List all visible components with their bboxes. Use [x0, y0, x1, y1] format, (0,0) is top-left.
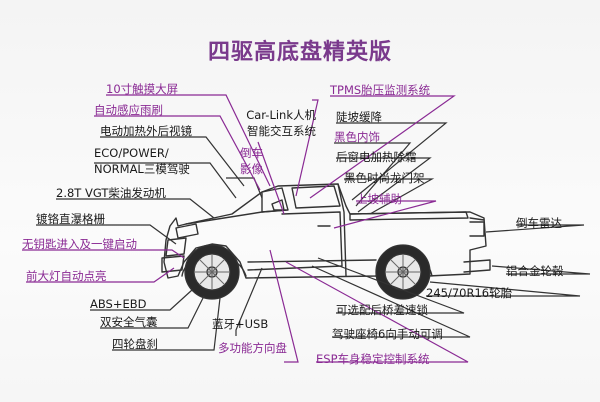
rear-bumper [463, 259, 491, 273]
feature-rear-diff-lock: 可选配后桥差速锁 [336, 303, 428, 317]
feature-engine: 2.8T VGT柴油发动机 [56, 186, 166, 200]
front-bumper [161, 255, 185, 273]
grille [165, 237, 187, 257]
hood-line [185, 209, 287, 225]
feature-reverse-camera-line1: 倒车 [240, 146, 263, 160]
feature-auto-headlights: 前大灯自动点亮 [26, 269, 107, 283]
cab-window [291, 185, 341, 209]
feature-tires: 245/70R16轮胎 [426, 286, 513, 300]
tail-light [469, 221, 485, 237]
rear-wheel [375, 244, 431, 300]
door-outline [247, 211, 343, 271]
feature-tpms: TPMS胎压监测系统 [330, 83, 431, 97]
feature-parking-sensors: 倒车雷达 [516, 216, 562, 230]
feature-abs-ebd: ABS+EBD [90, 297, 147, 311]
feature-seat-adjust: 驾驶座椅6向手动可调 [332, 327, 443, 341]
feature-black-interior: 黑色内饰 [334, 130, 380, 144]
feature-drive-modes-line2: NORMAL三模驾驶 [94, 162, 190, 176]
feature-hill-descent: 陡坡缓降 [336, 110, 382, 124]
feature-roll-bar: 黑色时尚龙门架 [344, 171, 425, 185]
headlight [175, 223, 199, 239]
front-wheel [184, 244, 240, 300]
feature-bluetooth-usb: 蓝牙+USB [212, 317, 269, 331]
feature-hill-start-assist: 上坡辅助 [356, 192, 402, 206]
feature-chrome-grille: 镀铬直瀑格栅 [36, 212, 105, 226]
feature-alloy-wheels: 铝合金轮毂 [506, 264, 564, 278]
diagram-title: 四驱高底盘精英版 [207, 40, 392, 65]
feature-disc-brakes: 四轮盘刹 [112, 337, 158, 351]
side-mirror [271, 199, 285, 211]
feature-keyless-start: 无钥匙进入及一键启动 [22, 237, 137, 251]
feature-multifunction-wheel: 多功能方向盘 [218, 341, 287, 355]
feature-touchscreen: 10寸触摸大屏 [106, 82, 179, 96]
feature-auto-wipers: 自动感应雨刷 [94, 103, 163, 117]
feature-esp: ESP车身稳定控制系统 [316, 352, 430, 366]
feature-carlink-line2: 智能交互系统 [247, 124, 316, 138]
b-pillar [337, 183, 347, 277]
bed-rail [349, 211, 469, 221]
feature-dual-airbags: 双安全气囊 [100, 315, 158, 329]
feature-drive-modes-line1: ECO/POWER/ [94, 146, 169, 160]
feature-reverse-camera-line2: 影像 [240, 162, 263, 176]
rocker-line [247, 259, 377, 263]
tailgate [469, 217, 485, 221]
feature-heated-mirrors: 电动加热外后视镜 [100, 124, 192, 138]
feature-rear-defrost: 后窗电加热除霜 [336, 150, 417, 164]
feature-carlink-line1: Car-Link人机 [246, 108, 316, 122]
callout-lines-accent [22, 94, 469, 363]
